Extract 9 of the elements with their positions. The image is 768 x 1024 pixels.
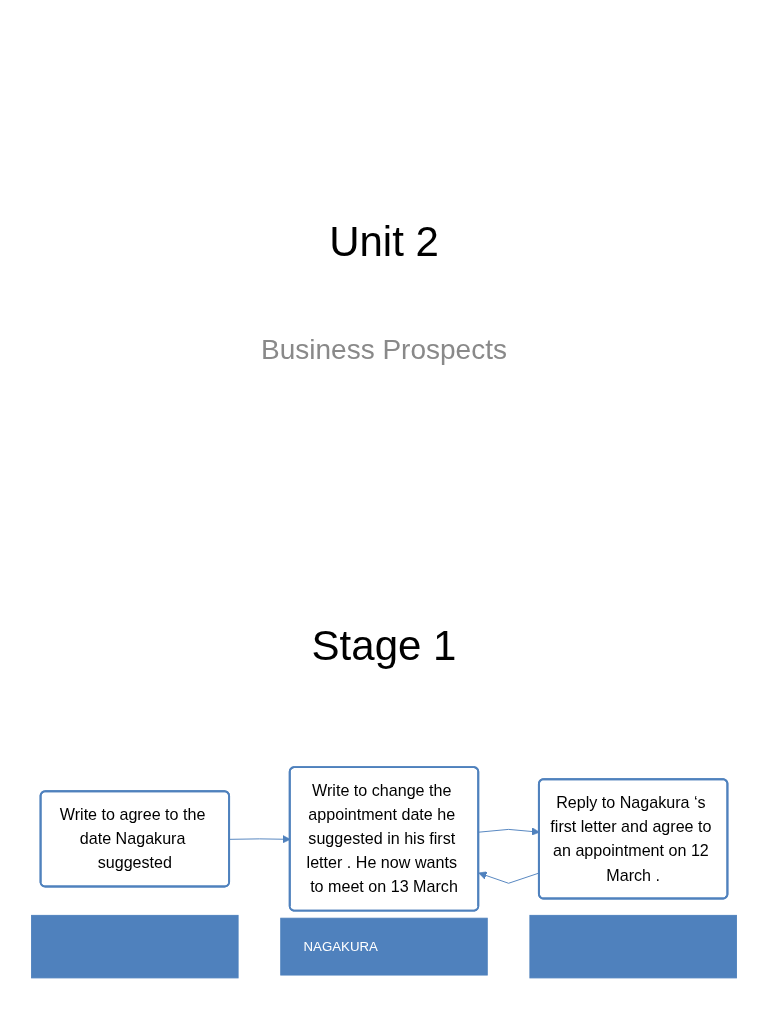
step-box: Write to agree to the date Nagakura suggested bbox=[39, 790, 231, 888]
party-bar bbox=[31, 914, 239, 979]
party-bar: NAGAKURA bbox=[280, 917, 488, 976]
party-bar bbox=[529, 914, 737, 979]
title: Unit 2 bbox=[328, 218, 440, 266]
stage-heading: Stage 1 bbox=[310, 622, 458, 670]
step-box: Write to change the appointment date he suggested in his first letter . He now wants to meet on 13 March bbox=[288, 766, 480, 912]
step-box: Reply to Nagakura ‘s first letter and agree to an appointment on 12 March . bbox=[537, 778, 729, 900]
subtitle: Business Prospects bbox=[260, 334, 508, 366]
